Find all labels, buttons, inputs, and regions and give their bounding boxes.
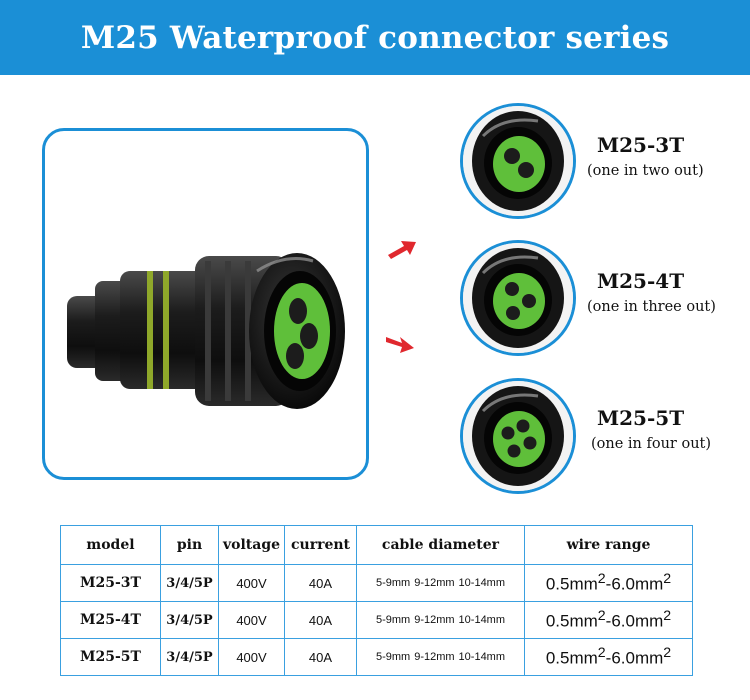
cell-model: M25-5T — [60, 638, 161, 676]
cable-range: 5-9mm — [375, 577, 411, 589]
wire-min: 0.5mm — [545, 574, 598, 594]
cable-range: 10-14mm — [458, 614, 506, 626]
variant-desc-5t: (one in four out) — [591, 436, 712, 452]
variant-photo-5t — [460, 378, 576, 494]
cell-voltage: 400V — [218, 638, 285, 676]
wire-unit-sup: 2 — [663, 645, 672, 662]
variant-name-4t: M25-4T — [597, 269, 685, 293]
wire-unit-sup: 2 — [597, 608, 606, 625]
wire-max: -6.0mm — [605, 574, 664, 594]
variant-photo-3t — [460, 103, 576, 219]
cable-range: 10-14mm — [458, 577, 506, 589]
spec-table: model pin voltage current cable diameter… — [60, 525, 693, 676]
cell-model: M25-3T — [60, 564, 161, 602]
cell-wire-range: 0.5mm2-6.0mm2 — [524, 601, 693, 639]
variant-desc-3t: (one in two out) — [587, 163, 704, 179]
cell-current: 40A — [284, 601, 357, 639]
variant-name-3t: M25-3T — [597, 133, 685, 157]
cell-voltage: 400V — [218, 601, 285, 639]
cable-range: 5-9mm — [375, 651, 411, 663]
cable-range: 9-12mm — [414, 651, 455, 663]
connector-4t-icon — [463, 243, 573, 353]
cell-current: 40A — [284, 638, 357, 676]
header-wire-range: wire range — [524, 525, 693, 565]
connector-5t-icon — [463, 381, 573, 491]
connector-photo — [67, 253, 345, 409]
variant-photo-4t — [460, 240, 576, 356]
cell-wire-range: 0.5mm2-6.0mm2 — [524, 564, 693, 602]
cell-current: 40A — [284, 564, 357, 602]
cell-model: M25-4T — [60, 601, 161, 639]
cell-pin: 3/4/5P — [160, 601, 219, 639]
wire-unit-sup: 2 — [663, 571, 672, 588]
header-voltage: voltage — [218, 525, 285, 565]
main-product-photo — [42, 128, 369, 480]
header-pin: pin — [160, 525, 219, 565]
variant-name-5t: M25-5T — [597, 406, 685, 430]
header-current: current — [284, 525, 357, 565]
title-banner: M25 Waterproof connector series — [0, 0, 750, 75]
cell-voltage: 400V — [218, 564, 285, 602]
cell-pin: 3/4/5P — [160, 638, 219, 676]
wire-unit-sup: 2 — [597, 571, 606, 588]
wire-min: 0.5mm — [545, 611, 598, 631]
red-arrow-icon — [388, 241, 416, 259]
header-cable-diameter: cable diameter — [356, 525, 525, 565]
connector-3t-icon — [463, 106, 573, 216]
wire-min: 0.5mm — [545, 648, 598, 668]
cable-range: 9-12mm — [414, 577, 455, 589]
wire-unit-sup: 2 — [663, 608, 672, 625]
cable-range: 10-14mm — [458, 651, 506, 663]
wire-max: -6.0mm — [605, 648, 664, 668]
wire-unit-sup: 2 — [597, 645, 606, 662]
cell-pin: 3/4/5P — [160, 564, 219, 602]
cell-wire-range: 0.5mm2-6.0mm2 — [524, 638, 693, 676]
cable-range: 5-9mm — [375, 614, 411, 626]
variant-desc-4t: (one in three out) — [587, 299, 716, 315]
table-header-row: model pin voltage current cable diameter… — [60, 525, 693, 565]
cable-range: 9-12mm — [414, 614, 455, 626]
red-arrow-icon — [386, 337, 414, 353]
page-title: M25 Waterproof connector series — [80, 19, 670, 56]
header-model: model — [60, 525, 161, 565]
wire-max: -6.0mm — [605, 611, 664, 631]
